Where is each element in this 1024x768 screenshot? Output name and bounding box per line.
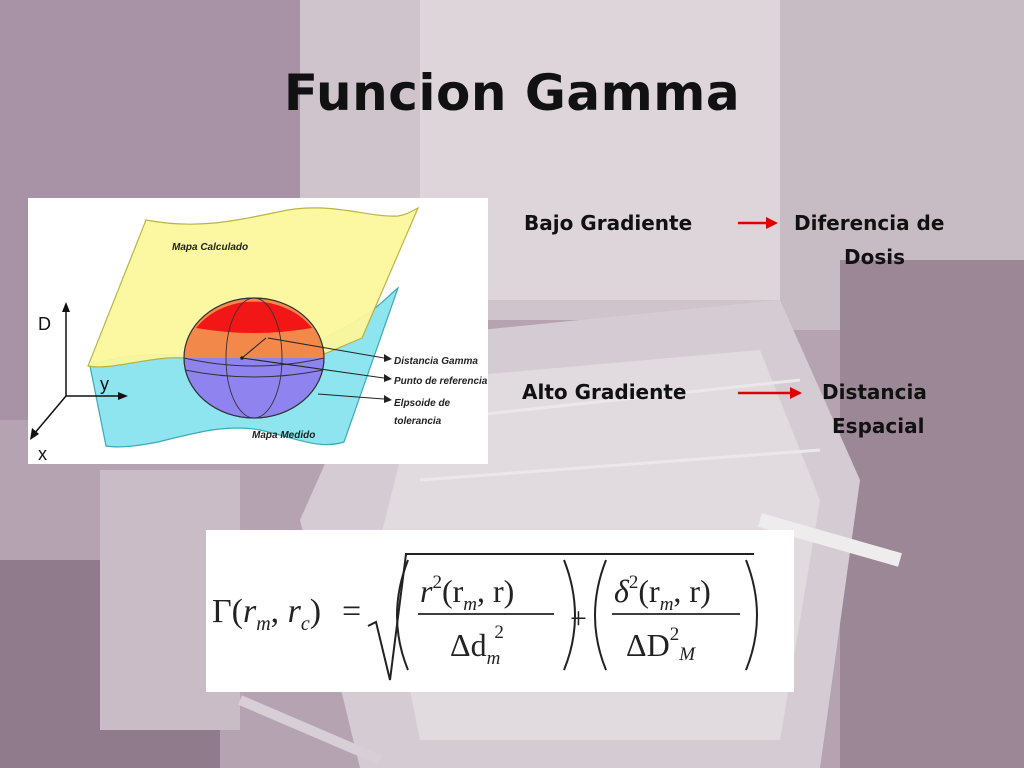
svg-text:r2(rm, r): r2(rm, r) <box>420 572 514 615</box>
svg-text:Δdm2: Δdm2 <box>450 622 504 669</box>
reference-point-label: Punto de referencia <box>394 376 488 387</box>
calculated-map-label: Mapa Calculado <box>172 242 248 253</box>
plus-sign: + <box>570 602 587 635</box>
slide-title: Funcion Gamma <box>283 64 741 122</box>
spatial-distance-label-line2: Espacial <box>832 414 925 438</box>
equals-sign: = <box>342 593 361 630</box>
ellipsoid-label-line1: Elpsoide de <box>394 398 451 409</box>
high-gradient-label: Alto Gradiente <box>522 380 687 404</box>
low-gradient-label: Bajo Gradiente <box>524 211 693 235</box>
calculated-map-surface <box>87 206 420 369</box>
axis-y-label: y <box>100 374 109 394</box>
arrow-right-icon <box>738 387 802 399</box>
arrow-right-icon <box>738 217 778 229</box>
svg-text:δ2(rm, r): δ2(rm, r) <box>614 572 711 615</box>
svg-text:Γ(rm, rc): Γ(rm, rc) <box>212 593 321 635</box>
axis-d-label: D <box>38 314 51 334</box>
gamma-distance-label: Distancia Gamma <box>394 356 478 367</box>
dose-difference-label-line1: Diferencia de <box>794 211 945 235</box>
tolerance-ellipsoid <box>183 297 325 419</box>
svg-text:ΔD2M: ΔD2M <box>626 624 696 665</box>
gamma-diagram-panel: D y x Mapa Calculado Mapa Medido Distanc… <box>28 198 488 464</box>
gamma-diagram: D y x Mapa Calculado Mapa Medido Distanc… <box>30 206 488 464</box>
dose-difference-label-line2: Dosis <box>844 245 906 269</box>
axis-x-label: x <box>38 444 47 464</box>
x-axis <box>33 395 67 435</box>
square-root-sign <box>367 553 754 681</box>
measured-map-label: Mapa Medido <box>252 430 315 441</box>
gamma-formula: Γ(rm, rc) = r2(rm, r) Δdm2 + δ2(rm, r) Δ… <box>212 553 758 681</box>
gamma-formula-panel: Γ(rm, rc) = r2(rm, r) Δdm2 + δ2(rm, r) Δ… <box>206 530 794 692</box>
spatial-distance-label-line1: Distancia <box>822 380 927 404</box>
gamma-symbol: Γ <box>212 593 232 630</box>
ellipsoid-label-line2: tolerancia <box>394 416 442 427</box>
